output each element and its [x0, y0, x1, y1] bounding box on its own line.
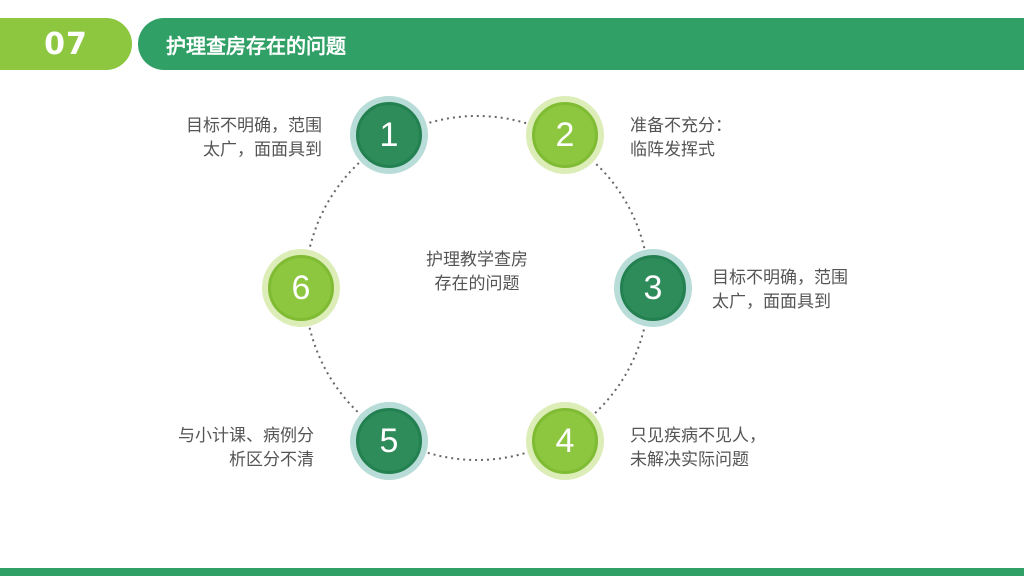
node-2-line-2: 临阵发挥式 [630, 140, 715, 160]
node-5-line-1: 与小计课、病例分 [178, 426, 314, 446]
node-4-line-1: 只见疾病不见人， [630, 426, 766, 446]
page-title: 护理查房存在的问题 [166, 33, 346, 58]
section-number: 07 [44, 26, 88, 62]
node-6: 6 [262, 249, 340, 327]
node-4: 4 [526, 402, 604, 480]
node-3-line-2: 太广，面面具到 [712, 292, 831, 312]
node-5-number: 5 [356, 408, 422, 474]
center-label: 护理教学查房 存在的问题 [402, 248, 552, 296]
node-4-line-2: 未解决实际问题 [630, 450, 749, 470]
node-2-line-1: 准备不充分： [630, 116, 732, 136]
node-5: 5 [350, 402, 428, 480]
node-3-number: 3 [620, 255, 686, 321]
node-2: 2 [526, 96, 604, 174]
node-1-line-2: 太广，面面具到 [203, 140, 322, 160]
center-line-1: 护理教学查房 [426, 250, 528, 270]
node-2-number: 2 [532, 102, 598, 168]
node-1-line-1: 目标不明确，范围 [186, 116, 322, 136]
bottom-bar [0, 568, 1024, 576]
node-5-line-2: 析区分不清 [229, 450, 314, 470]
node-1: 1 [350, 96, 428, 174]
node-1-label: 目标不明确，范围 太广，面面具到 [140, 114, 322, 162]
node-5-label: 与小计课、病例分 析区分不清 [140, 424, 314, 472]
node-1-number: 1 [356, 102, 422, 168]
node-6-number: 6 [268, 255, 334, 321]
node-3-line-1: 目标不明确，范围 [712, 268, 848, 288]
node-2-label: 准备不充分： 临阵发挥式 [630, 114, 732, 162]
section-number-tab: 07 [0, 18, 132, 70]
center-line-2: 存在的问题 [434, 274, 520, 294]
node-4-number: 4 [532, 408, 598, 474]
node-3-label: 目标不明确，范围 太广，面面具到 [712, 266, 848, 314]
node-3: 3 [614, 249, 692, 327]
node-4-label: 只见疾病不见人， 未解决实际问题 [630, 424, 766, 472]
title-bar: 护理查房存在的问题 [138, 18, 1024, 70]
